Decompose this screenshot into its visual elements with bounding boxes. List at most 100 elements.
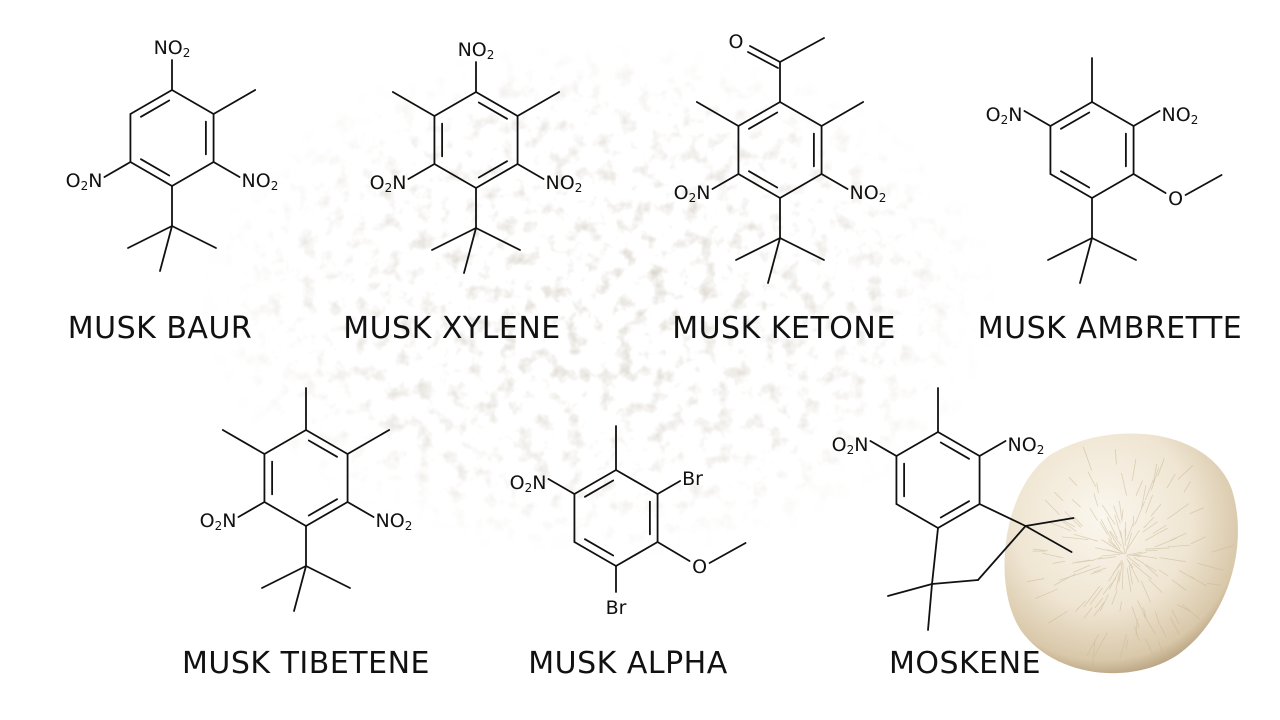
tert-butyl-bond — [431, 227, 477, 251]
fiber-stroke — [1074, 517, 1083, 527]
fiber-stroke — [1144, 547, 1170, 550]
ring-bond — [931, 579, 979, 585]
fiber-stroke — [1114, 514, 1123, 539]
double-bond-line — [477, 101, 508, 120]
nitro-group-label: NO2 — [376, 510, 413, 533]
fiber-stroke — [1197, 562, 1224, 571]
fiber-stroke — [1115, 572, 1121, 591]
fiber-stroke — [1154, 537, 1177, 548]
nitro-group-label: NO2 — [458, 39, 495, 62]
methyl-bond — [695, 101, 740, 127]
nitro-group-label: NO2 — [546, 172, 583, 195]
methyl-bond — [1024, 517, 1075, 527]
fiber-stroke — [1141, 485, 1147, 509]
fiber-stroke — [1190, 576, 1207, 587]
fiber-stroke — [1133, 551, 1147, 556]
fiber-stroke — [1127, 554, 1142, 557]
fiber-stroke — [1145, 638, 1153, 654]
methyl-bond — [346, 429, 391, 455]
fiber-stroke — [1150, 467, 1160, 491]
fiber-stroke — [1137, 600, 1146, 616]
oxygen-label: O — [1168, 188, 1183, 210]
fiber-stroke — [1152, 524, 1167, 534]
fiber-stroke — [1098, 556, 1117, 560]
fiber-stroke — [1086, 633, 1100, 656]
nitro-bond — [869, 440, 898, 457]
methyl-bond — [221, 429, 266, 455]
methyl-bond — [927, 583, 933, 631]
ring-bond — [171, 161, 215, 187]
carbonyl-bond — [747, 51, 779, 69]
fiber-stroke — [1101, 553, 1121, 557]
methyl-bond — [516, 91, 561, 117]
ring-bond — [129, 161, 173, 187]
fiber-stroke — [1092, 642, 1096, 666]
ring-bond — [779, 101, 823, 127]
ring-bond — [615, 541, 659, 567]
fiber-stroke — [1120, 530, 1126, 555]
fiber-stroke — [1158, 640, 1164, 657]
fiber-stroke — [1119, 634, 1127, 659]
tert-butyl-bond — [463, 227, 477, 274]
musk-pod-image — [1004, 433, 1238, 674]
fiber-stroke — [1190, 536, 1207, 545]
structure-musk-tibetene: NO2 O2N — [200, 387, 413, 612]
nitro-group-label: NO2 — [850, 182, 887, 205]
ring-bond — [977, 525, 1027, 581]
double-bond-line — [1060, 170, 1091, 189]
fiber-stroke — [1135, 480, 1143, 497]
methoxy-bond — [656, 541, 691, 562]
fiber-stroke — [1142, 607, 1147, 618]
fiber-stroke — [1158, 569, 1169, 577]
tert-butyl-bond — [127, 225, 173, 249]
caption-musk-alpha: MUSK ALPHA — [528, 646, 728, 681]
ring-bond — [1049, 101, 1093, 127]
ring-bond — [129, 89, 173, 115]
ring-bond — [779, 173, 823, 199]
fiber-stroke — [1083, 607, 1093, 619]
methyl-bond — [212, 89, 257, 115]
fiber-stroke — [1177, 464, 1194, 480]
fiber-stroke — [1052, 560, 1066, 564]
fiber-stroke — [1176, 604, 1192, 613]
fiber-stroke — [1148, 578, 1163, 593]
fiber-stroke — [1095, 547, 1123, 555]
caption-musk-tibetene: MUSK TIBETENE — [182, 646, 430, 681]
fiber-stroke — [1150, 503, 1162, 517]
fiber-stroke — [1118, 500, 1123, 522]
nitro-group-label: O2N — [370, 172, 407, 195]
fiber-stroke — [1128, 565, 1133, 585]
fiber-stroke — [1155, 611, 1160, 625]
fiber-stroke — [1157, 458, 1165, 477]
fiber-stroke — [1093, 567, 1107, 573]
fiber-stroke — [1166, 503, 1190, 520]
fiber-stroke — [1078, 566, 1101, 575]
nitro-bond — [212, 161, 241, 178]
fiber-stroke — [1112, 562, 1122, 575]
ring-bond — [573, 469, 617, 495]
fiber-stroke — [1206, 583, 1222, 586]
nitro-group-label: O2N — [200, 510, 237, 533]
fiber-stroke — [1144, 479, 1154, 501]
methyl-bond — [887, 583, 933, 597]
fiber-stroke — [1100, 519, 1113, 541]
fiber-stroke — [1122, 563, 1124, 590]
structure-diagrams: NO2NO2O2NNO2NO2O2NONO2O2NNO2OO2NNO2O2NBr… — [66, 31, 1223, 631]
fiber-stroke — [1133, 554, 1158, 559]
nitro-group-label: O2N — [510, 472, 547, 495]
bromine-label: Br — [682, 468, 703, 490]
fiber-stroke — [1102, 577, 1117, 595]
fiber-stroke — [1106, 517, 1118, 539]
oxygen-label: O — [729, 31, 744, 53]
fiber-stroke — [1133, 625, 1140, 642]
caption-musk-ketone: MUSK KETONE — [672, 311, 896, 346]
fiber-stroke — [1171, 609, 1180, 625]
carbonyl-bond — [749, 45, 781, 63]
fiber-stroke — [1169, 617, 1180, 635]
fiber-stroke — [1131, 459, 1137, 481]
nitro-bond — [547, 478, 576, 495]
nitro-group-label: O2N — [832, 434, 869, 457]
fiber-stroke — [1063, 520, 1076, 528]
